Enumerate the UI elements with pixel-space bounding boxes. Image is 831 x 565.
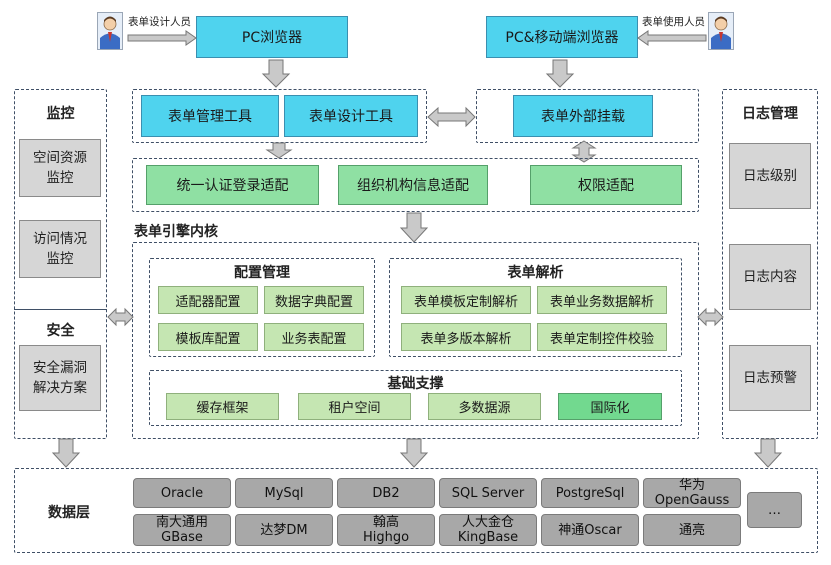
down-arrow-icon: [545, 59, 575, 88]
db-kingbase: 人大金仓 KingBase: [439, 514, 537, 546]
dictionary-config: 数据字典配置: [264, 286, 364, 314]
monitor-title: 监控: [46, 106, 75, 122]
log-alert: 日志预警: [729, 345, 811, 411]
down-arrow-icon: [753, 438, 783, 468]
db-highgo: 翰高 Highgo: [337, 514, 435, 546]
db-gbase: 南大通用 GBase: [133, 514, 231, 546]
form-mount-tool: 表单外部挂载: [513, 95, 653, 137]
template-config: 模板库配置: [158, 323, 258, 351]
mobile-browser-box: PC&移动端浏览器: [486, 16, 638, 58]
org-adapter: 组织机构信息适配: [338, 165, 488, 205]
db-mysql: MySql: [235, 478, 333, 508]
left-bidirectional-arrow-icon: [107, 307, 134, 327]
user-label: 表单使用人员: [642, 16, 705, 28]
db-sqlserver: SQL Server: [439, 478, 537, 508]
business-table-config: 业务表配置: [264, 323, 364, 351]
template-parse: 表单模板定制解析: [401, 286, 531, 314]
cache-framework: 缓存框架: [166, 393, 279, 420]
pc-browser-box: PC浏览器: [196, 16, 348, 58]
down-arrow-icon: [51, 438, 81, 468]
right-bidirectional-arrow-icon: [697, 307, 724, 327]
down-arrow-icon: [265, 142, 293, 159]
bidirectional-arrow-icon: [571, 140, 597, 163]
control-validation: 表单定制控件校验: [537, 323, 667, 351]
parse-title: 表单解析: [507, 265, 564, 281]
form-design-tool: 表单设计工具: [284, 95, 418, 137]
data-layer-group: [14, 468, 818, 553]
db-more: …: [747, 492, 802, 528]
designer-arrow-icon: [127, 30, 197, 46]
log-content: 日志内容: [729, 244, 811, 310]
sso-adapter: 统一认证登录适配: [146, 165, 319, 205]
adapters-group: [132, 158, 699, 212]
down-arrow-icon: [261, 59, 291, 88]
db-dameng: 达梦DM: [235, 514, 333, 546]
db-oracle: Oracle: [133, 478, 231, 508]
db-tongliang: 通亮: [643, 514, 741, 546]
designer-label: 表单设计人员: [128, 16, 191, 28]
left-divider: [14, 309, 107, 310]
access-monitor: 访问情况监控: [19, 220, 101, 278]
engine-title: 表单引擎内核: [134, 224, 218, 240]
form-manage-tool: 表单管理工具: [141, 95, 279, 137]
log-level: 日志级别: [729, 143, 811, 209]
space-monitor-label: 空间资源监控: [33, 150, 87, 186]
security-solution: 安全漏洞解决方案: [19, 345, 101, 411]
bidirectional-arrow-icon: [427, 106, 476, 128]
tenant-space: 租户空间: [298, 393, 411, 420]
adapter-config: 适配器配置: [158, 286, 258, 314]
down-arrow-icon: [399, 212, 429, 243]
base-group: [149, 370, 682, 426]
db-oscar: 神通Oscar: [541, 514, 639, 546]
business-data-parse: 表单业务数据解析: [537, 286, 667, 314]
db-postgresql: PostgreSql: [541, 478, 639, 508]
down-arrow-icon: [399, 438, 429, 468]
log-title: 日志管理: [742, 106, 798, 122]
designer-person-icon: [97, 12, 123, 50]
multi-datasource: 多数据源: [428, 393, 541, 420]
user-person-icon: [708, 12, 734, 50]
security-title: 安全: [46, 323, 75, 339]
security-solution-label: 安全漏洞解决方案: [33, 360, 87, 396]
db-db2: DB2: [337, 478, 435, 508]
user-arrow-icon: [637, 30, 707, 46]
config-title: 配置管理: [234, 265, 290, 281]
version-parse: 表单多版本解析: [401, 323, 531, 351]
i18n: 国际化: [558, 393, 662, 420]
data-layer-title: 数据层: [48, 505, 90, 521]
space-monitor: 空间资源监控: [19, 139, 101, 197]
permission-adapter: 权限适配: [530, 165, 682, 205]
base-title: 基础支撑: [387, 376, 444, 392]
parse-group: [389, 258, 682, 357]
db-opengauss: 华为 OpenGauss: [643, 478, 741, 508]
access-monitor-label: 访问情况监控: [33, 231, 87, 267]
config-group: [149, 258, 375, 357]
mount-group: [476, 89, 699, 143]
